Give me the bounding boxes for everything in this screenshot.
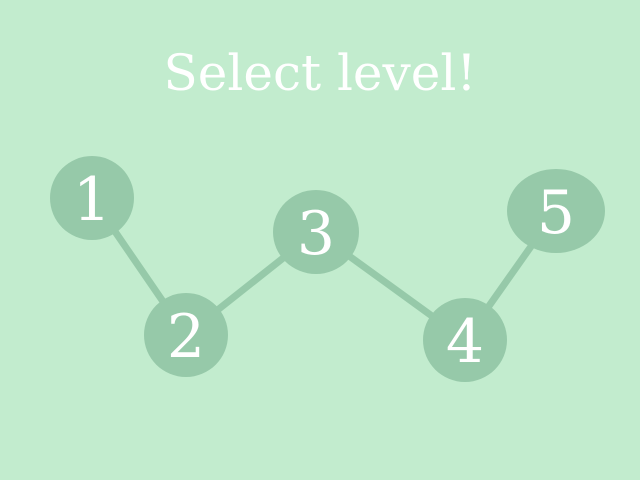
level-node-circle[interactable] (507, 169, 605, 253)
level-4-button[interactable]: 4 (423, 298, 507, 382)
screen-title: Select level! (163, 44, 477, 102)
level-5-button[interactable]: 5 (507, 169, 605, 253)
level-node-circle[interactable] (50, 156, 134, 240)
level-node-circle[interactable] (273, 190, 359, 274)
level-3-button[interactable]: 3 (273, 190, 359, 274)
level-node-circle[interactable] (144, 293, 228, 377)
level-2-button[interactable]: 2 (144, 293, 228, 377)
level-1-button[interactable]: 1 (50, 156, 134, 240)
level-node-circle[interactable] (423, 298, 507, 382)
